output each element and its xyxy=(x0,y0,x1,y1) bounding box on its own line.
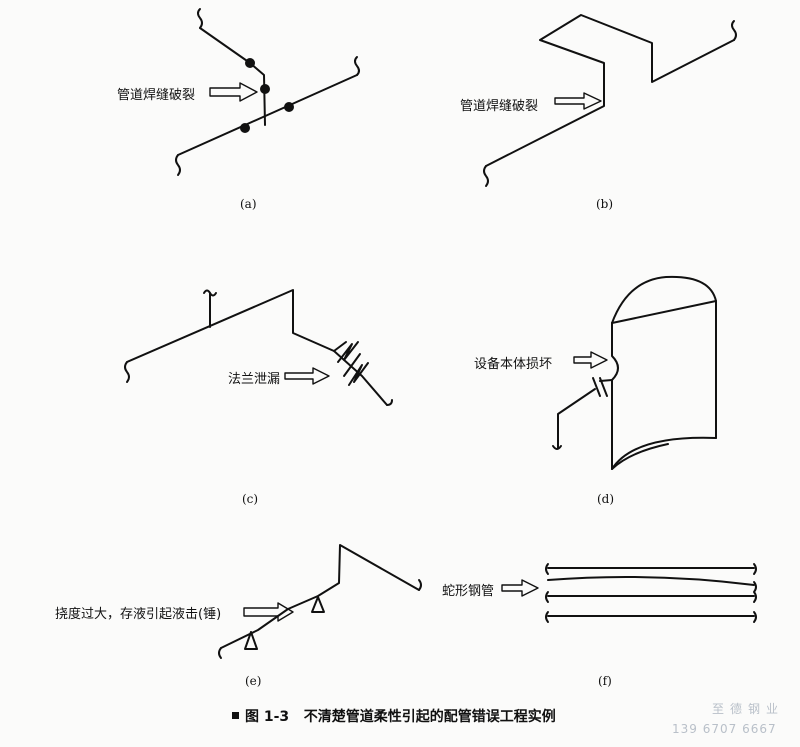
sublabel-e: (e) xyxy=(245,674,262,688)
caption-title: 不清楚管道柔性引起的配管错误工程实例 xyxy=(303,709,556,725)
label-weld-crack-a: 管道焊缝破裂 xyxy=(117,88,196,103)
caption-number: 图 1-3 xyxy=(245,709,290,725)
label-weld-crack-b: 管道焊缝破裂 xyxy=(460,99,539,114)
panel-f-drawing xyxy=(501,563,757,623)
panel-e-drawing xyxy=(218,544,422,659)
label-flange-leak: 法兰泄漏 xyxy=(228,372,281,387)
panel-a-weld-points xyxy=(240,58,294,133)
sublabel-d: (d) xyxy=(597,492,615,506)
panel-c-drawing xyxy=(124,289,393,406)
label-equipment-damage: 设备本体损坏 xyxy=(474,357,553,372)
sublabel-a: (a) xyxy=(240,197,257,211)
watermark-phone: 139 6707 6667 xyxy=(672,722,777,736)
panel-b-drawing xyxy=(483,14,737,187)
figure-caption: 图 1-3 不清楚管道柔性引起的配管错误工程实例 xyxy=(232,706,556,726)
label-snake-pipe: 蛇形钢管 xyxy=(442,584,495,599)
panel-d-drawing xyxy=(552,275,717,470)
sublabel-c: (c) xyxy=(242,492,259,506)
caption-bullet xyxy=(232,712,239,719)
watermark-name: 至德钢业 xyxy=(712,702,785,716)
label-water-hammer: 挠度过大，存液引起液击(锤) xyxy=(55,607,222,622)
panel-a-drawing xyxy=(175,8,360,176)
sublabel-f: (f) xyxy=(598,674,612,688)
sublabel-b: (b) xyxy=(596,197,614,211)
